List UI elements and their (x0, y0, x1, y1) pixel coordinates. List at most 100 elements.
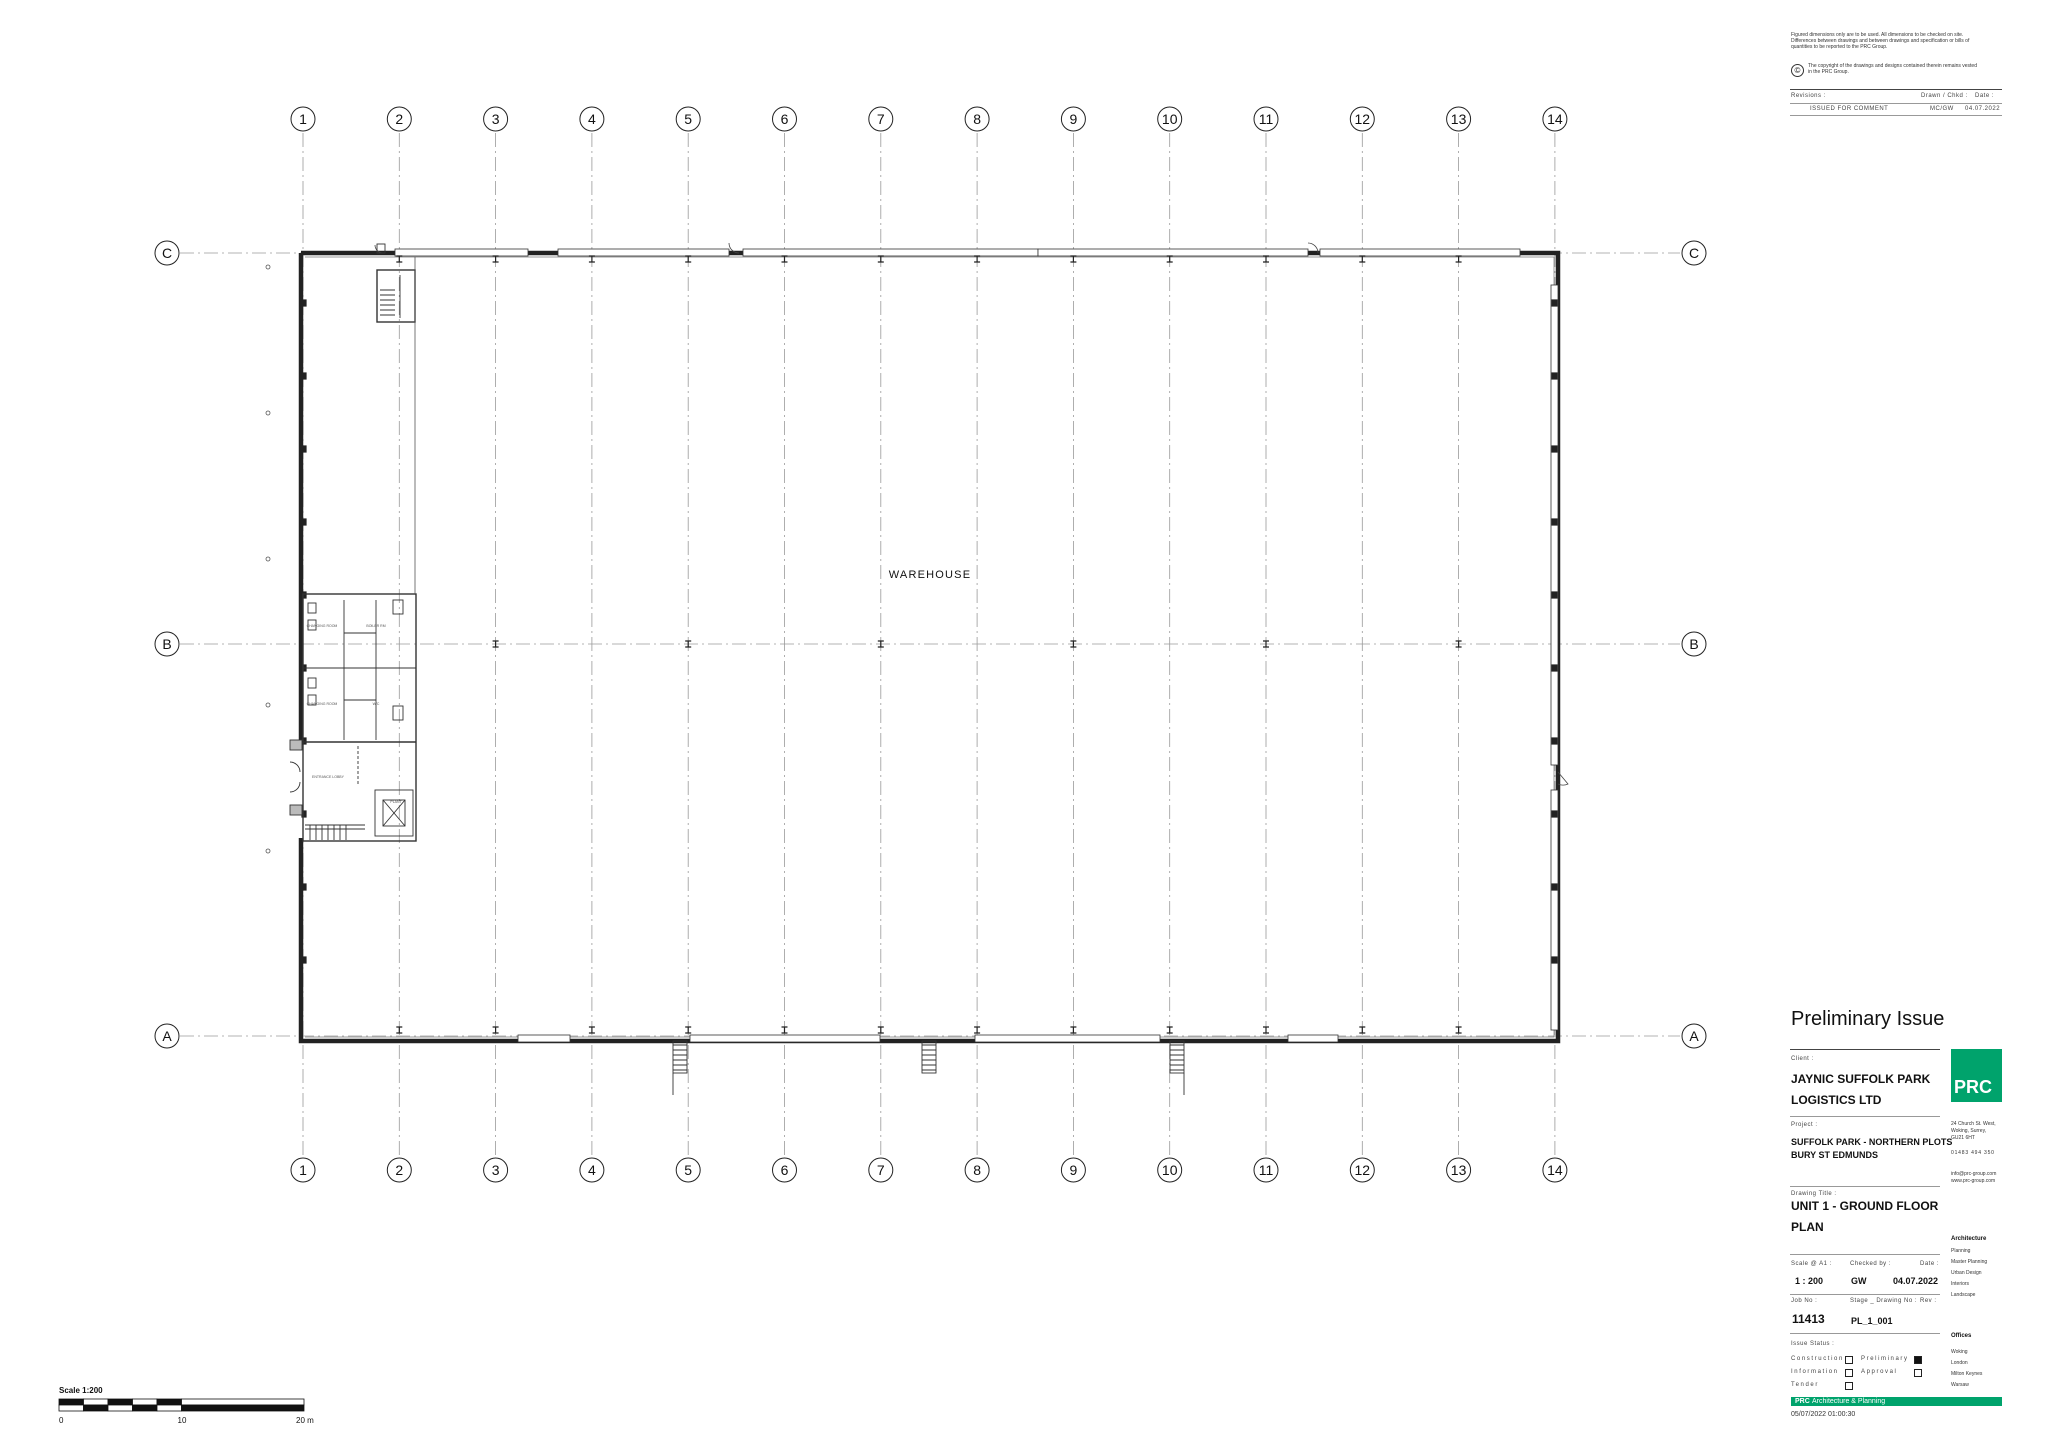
grid-label-row-C: C (1689, 245, 1699, 261)
wall-column (301, 372, 307, 380)
room-label-warehouse: WAREHOUSE (889, 569, 972, 581)
prc-logo: PRC (1951, 1049, 2002, 1102)
grid-bubble-col-8 (964, 106, 990, 132)
wall-column (1551, 810, 1558, 818)
drawing-title-line-1: UNIT 1 - GROUND FLOOR (1791, 1199, 1939, 1213)
drawing-title-line-2: PLAN (1791, 1220, 1824, 1234)
grid-label-col-4: 4 (588, 1162, 596, 1178)
issue-construction-checkbox[interactable] (1845, 1356, 1853, 1364)
wall-column (1551, 299, 1558, 307)
issue-construction-label: Construction (1791, 1356, 1844, 1362)
office-item: London (1951, 1360, 1968, 1366)
job-label: Job No : (1791, 1298, 1818, 1304)
svg-text:CHANGING ROOM: CHANGING ROOM (307, 702, 338, 706)
grid-label-row-B: B (1689, 636, 1698, 652)
project-line-2: BURY ST EDMUNDS (1791, 1150, 1879, 1160)
bollards (265, 264, 271, 854)
revision-row-desc: ISSUED FOR COMMENT (1810, 106, 1889, 112)
wall-openings (394, 248, 1559, 1043)
scale-bar-tick: 10 (178, 1416, 187, 1425)
drawing-title-label: Drawing Title : (1791, 1191, 1837, 1197)
wall-column (1551, 591, 1558, 599)
scale-bar-segment (83, 1398, 109, 1406)
grid-bubble-col-14 (1542, 106, 1568, 132)
issue-approval-checkbox[interactable] (1914, 1369, 1922, 1377)
grid-label-col-12: 12 (1355, 1162, 1371, 1178)
steel-column (1070, 640, 1077, 648)
steel-column (974, 255, 981, 263)
wall-column (301, 445, 307, 453)
office-item: Warsaw (1951, 1382, 1969, 1388)
grid-label-col-11: 11 (1259, 1162, 1274, 1178)
steel-column (1166, 255, 1173, 263)
grid-bubble-col-9 (1060, 106, 1086, 132)
grid-bubble-col-14 (1542, 1157, 1568, 1183)
grid-label-col-14: 14 (1547, 111, 1563, 127)
wall-column (1551, 956, 1558, 964)
scale-bar-segment (132, 1404, 158, 1412)
steel-column (396, 1026, 403, 1034)
grid-label-col-13: 13 (1451, 111, 1467, 127)
grid-bubble-col-1 (290, 1157, 316, 1183)
scale-bar-segment (58, 1404, 84, 1412)
grid-label-col-3: 3 (492, 111, 500, 127)
grid-bubble-col-11 (1253, 1157, 1279, 1183)
office-item: Woking (1951, 1349, 1968, 1355)
grid-label-col-1: 1 (299, 1162, 307, 1178)
revisions-header: Revisions : (1791, 93, 1826, 99)
scale-bar-segment (156, 1398, 182, 1406)
issue-status-heading: Preliminary Issue (1791, 1008, 1945, 1030)
issue-approval-label: Approval (1861, 1369, 1898, 1375)
grid-label-col-6: 6 (781, 1162, 789, 1178)
issue-tender-checkbox[interactable] (1845, 1382, 1853, 1390)
grid-label-col-9: 9 (1070, 111, 1078, 127)
wall-column (1551, 518, 1558, 526)
footer-brand-text: Architecture & Planning (1812, 1398, 1886, 1405)
svg-text:CHANGING ROOM: CHANGING ROOM (307, 624, 338, 628)
steel-column (1263, 640, 1269, 648)
steel-column (685, 640, 692, 648)
client-line-1: JAYNIC SUFFOLK PARK (1791, 1072, 1931, 1086)
scale-bar-segment (107, 1404, 133, 1412)
steel-column (1263, 255, 1269, 263)
svg-text:ENTRANCE LOBBY: ENTRANCE LOBBY (312, 775, 345, 779)
steel-column (1166, 1026, 1173, 1034)
grid-label-row-A: A (162, 1028, 172, 1044)
grid-label-col-3: 3 (492, 1162, 500, 1178)
issue-information-checkbox[interactable] (1845, 1369, 1853, 1377)
grid-bubble-row-A (154, 1023, 180, 1049)
grid-bubble-col-3 (483, 106, 509, 132)
issue-preliminary-checkbox[interactable] (1914, 1356, 1922, 1364)
steel-column (1455, 255, 1462, 263)
services-title: Architecture (1951, 1236, 1987, 1242)
checked-value: GW (1851, 1276, 1867, 1286)
grid-bubble-col-10 (1157, 1157, 1183, 1183)
wall-column (301, 299, 307, 307)
project-label: Project : (1791, 1122, 1818, 1128)
grid-label-col-4: 4 (588, 111, 596, 127)
checked-label: Checked by : (1850, 1261, 1892, 1267)
wall-column (1551, 445, 1558, 453)
steel-column (1070, 1026, 1077, 1034)
grid-label-row-A: A (1689, 1028, 1699, 1044)
steel-column (1070, 255, 1077, 263)
revision-row-drawn: MC/GW (1930, 106, 1954, 112)
revision-date-header: Date : (1975, 93, 1995, 99)
address-line-2: Woking, Surrey, (1951, 1128, 1987, 1134)
service-item: Planning (1951, 1248, 1971, 1254)
stage-label: Stage _ Drawing No : (1850, 1298, 1918, 1304)
scale-bar-segment (83, 1404, 109, 1412)
scale-bar-tick: 20 m (296, 1416, 314, 1425)
building-outline (298, 250, 1561, 1044)
footer-brand: PRC (1795, 1398, 1810, 1405)
company-email: info@prc-group.com (1951, 1171, 1997, 1177)
grid-bubble-col-10 (1157, 106, 1183, 132)
dimensions-note: Figured dimensions only are to be used. … (1791, 32, 1970, 50)
grid-bubble-row-A (1681, 1023, 1707, 1049)
date-value: 04.07.2022 (1893, 1276, 1939, 1286)
steel-column (974, 1026, 981, 1034)
svg-text:PLANT: PLANT (390, 800, 402, 804)
scale-bar-segment (156, 1404, 182, 1412)
